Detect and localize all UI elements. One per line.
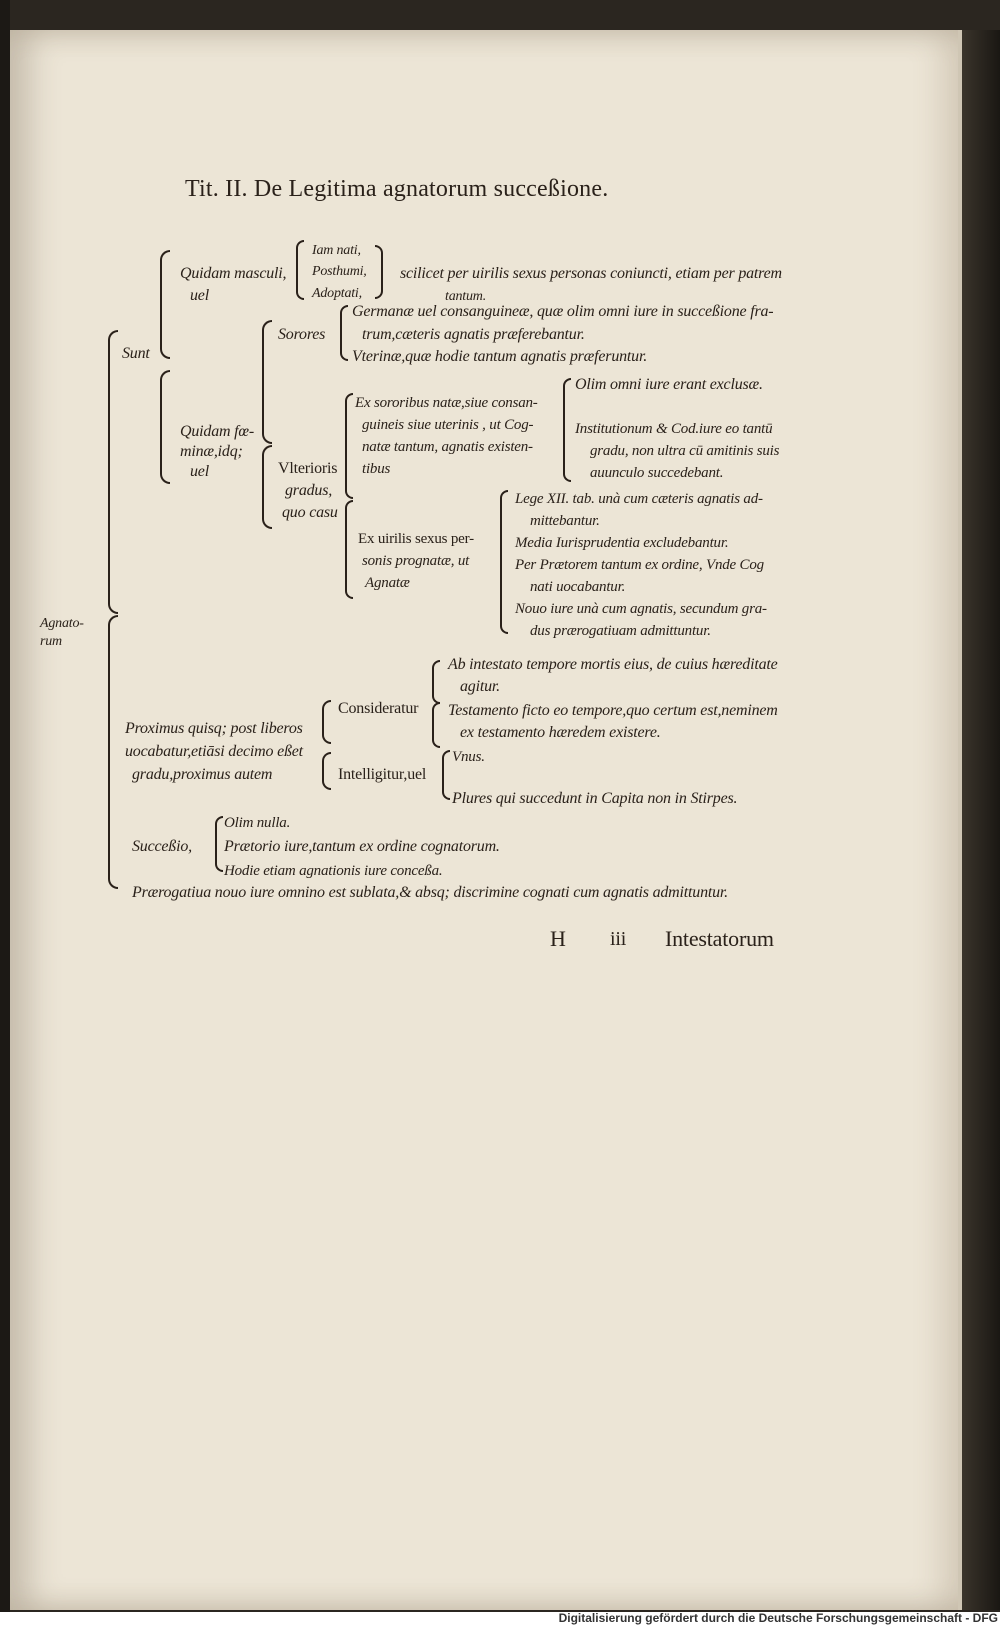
successio-label: Succeßio,	[132, 838, 192, 855]
ulterioris-brace-upper	[345, 393, 353, 499]
ulterioris-label-1: Vlterioris	[278, 460, 338, 477]
sunt-brace-upper	[160, 250, 170, 359]
scan-left-edge	[0, 0, 10, 1626]
lege-1: Lege XII. tab. unà cum cæteris agnatis a…	[515, 491, 763, 507]
successio-brace	[215, 816, 223, 872]
intelligitur-brace	[442, 750, 450, 800]
testamento-2: ex testamento hæredem existere.	[460, 724, 661, 741]
testamento-1: Testamento ficto eo tempore,quo certum e…	[448, 702, 778, 719]
catchword: Intestatorum	[665, 926, 774, 951]
institutionum-1: Institutionum & Cod.iure eo tantū	[575, 421, 773, 437]
proximus-3: gradu,proximus autem	[132, 766, 273, 783]
page-number: iii	[610, 928, 627, 950]
consideratur-label: Consideratur	[338, 700, 419, 717]
masculi-note-2: tantum.	[445, 289, 486, 304]
dfg-credit: Digitalisierung gefördert durch die Deut…	[558, 1611, 998, 1625]
masculi-brace	[296, 240, 304, 300]
masculi-close-brace	[375, 245, 383, 299]
ex-sororibus-4: tibus	[362, 461, 391, 477]
sunt-label: Sunt	[122, 345, 150, 362]
successio-item-2: Prætorio iure,tantum ex ordine cognatoru…	[224, 838, 500, 855]
root-brace-lower	[108, 615, 118, 889]
ex-uirilis-3: Agnatæ	[365, 575, 410, 591]
root-label: Agnato- rum	[40, 616, 84, 649]
ulterioris-brace-lower	[345, 500, 353, 599]
lege-6: Nouo iure unà cum agnatis, secundum gra-	[515, 601, 767, 617]
sorores-brace	[340, 305, 348, 361]
lege-2: mittebantur.	[530, 513, 600, 529]
foeminae-brace-upper	[262, 320, 272, 444]
ex-sororibus-brace	[563, 378, 571, 482]
proximus-brace-upper	[322, 700, 331, 744]
successio-item-3: Hodie etiam agnationis iure conceßa.	[224, 863, 443, 879]
masculi-item-1: Iam nati,	[312, 243, 361, 258]
vnus-label: Vnus.	[452, 749, 485, 765]
foeminae-label-3: uel	[190, 463, 209, 480]
masculi-vel: uel	[190, 287, 209, 304]
ex-sororibus-2: guineis siue uterinis , ut Cog-	[362, 417, 534, 433]
masculi-label: Quidam masculi,	[180, 265, 287, 282]
successio-item-1: Olim nulla.	[224, 815, 291, 831]
book-page	[10, 30, 962, 1610]
sunt-brace-lower	[160, 370, 170, 484]
ex-sororibus-3: natæ tantum, agnatis existen-	[362, 439, 533, 455]
plures-label: Plures qui succedunt in Capita non in St…	[452, 790, 738, 807]
lege-7: dus prærogatiuam admittuntur.	[530, 623, 711, 639]
ex-uirilis-1: Ex uirilis sexus per-	[358, 531, 474, 547]
book-binding-edge	[962, 30, 1000, 1610]
sorores-item-1a: Germanæ uel consanguineæ, quæ olim omni …	[352, 303, 774, 320]
masculi-note: scilicet per uirilis sexus personas coni…	[400, 265, 782, 282]
ex-uirilis-2: sonis prognatæ, ut	[362, 553, 470, 569]
credit-bar	[0, 1612, 1000, 1626]
ulterioris-label-3: quo casu	[282, 504, 338, 521]
ab-intestato-2: agitur.	[460, 678, 500, 695]
foeminae-label-2: minæ,idq;	[180, 443, 243, 460]
root-brace-upper	[108, 330, 118, 614]
lege-3: Media Iurisprudentia excludebantur.	[515, 535, 729, 551]
institutionum-3: auunculo succedebant.	[590, 465, 724, 481]
signature-mark: H	[550, 926, 566, 951]
proximus-1: Proximus quisq; post liberos	[125, 720, 303, 737]
consideratur-brace-lower	[432, 702, 440, 748]
intelligitur-label: Intelligitur,uel	[338, 766, 427, 783]
ex-sororibus-1: Ex sororibus natæ,siue consan-	[355, 395, 538, 411]
praerogatiua-line: Prærogatiua nouo iure omnino est sublata…	[132, 884, 728, 901]
page-title: Tit. II. De Legitima agnatorum succeßion…	[185, 176, 609, 202]
institutionum-2: gradu, non ultra cū amitinis suis	[590, 443, 780, 459]
proximus-brace-lower	[322, 752, 331, 790]
ab-intestato-1: Ab intestato tempore mortis eius, de cui…	[448, 656, 778, 673]
sorores-label: Sorores	[278, 326, 326, 343]
foeminae-label-1: Quidam fœ-	[180, 423, 255, 440]
proximus-2: uocabatur,etiāsi decimo eßet	[125, 743, 303, 760]
foeminae-brace-lower	[262, 445, 272, 529]
lege-4: Per Prætorem tantum ex ordine, Vnde Cog	[515, 557, 764, 573]
masculi-item-3: Adoptati,	[312, 286, 362, 301]
lege-brace	[500, 490, 508, 634]
masculi-item-2: Posthumi,	[312, 264, 367, 279]
olim-exclusae: Olim omni iure erant exclusæ.	[575, 376, 763, 393]
ulterioris-label-2: gradus,	[285, 482, 333, 499]
lege-5: nati uocabantur.	[530, 579, 626, 595]
sorores-item-2: Vterinæ,quæ hodie tantum agnatis præferu…	[352, 348, 648, 365]
sorores-item-1b: trum,cæteris agnatis præferebantur.	[362, 326, 585, 343]
consideratur-brace-upper	[432, 660, 440, 704]
